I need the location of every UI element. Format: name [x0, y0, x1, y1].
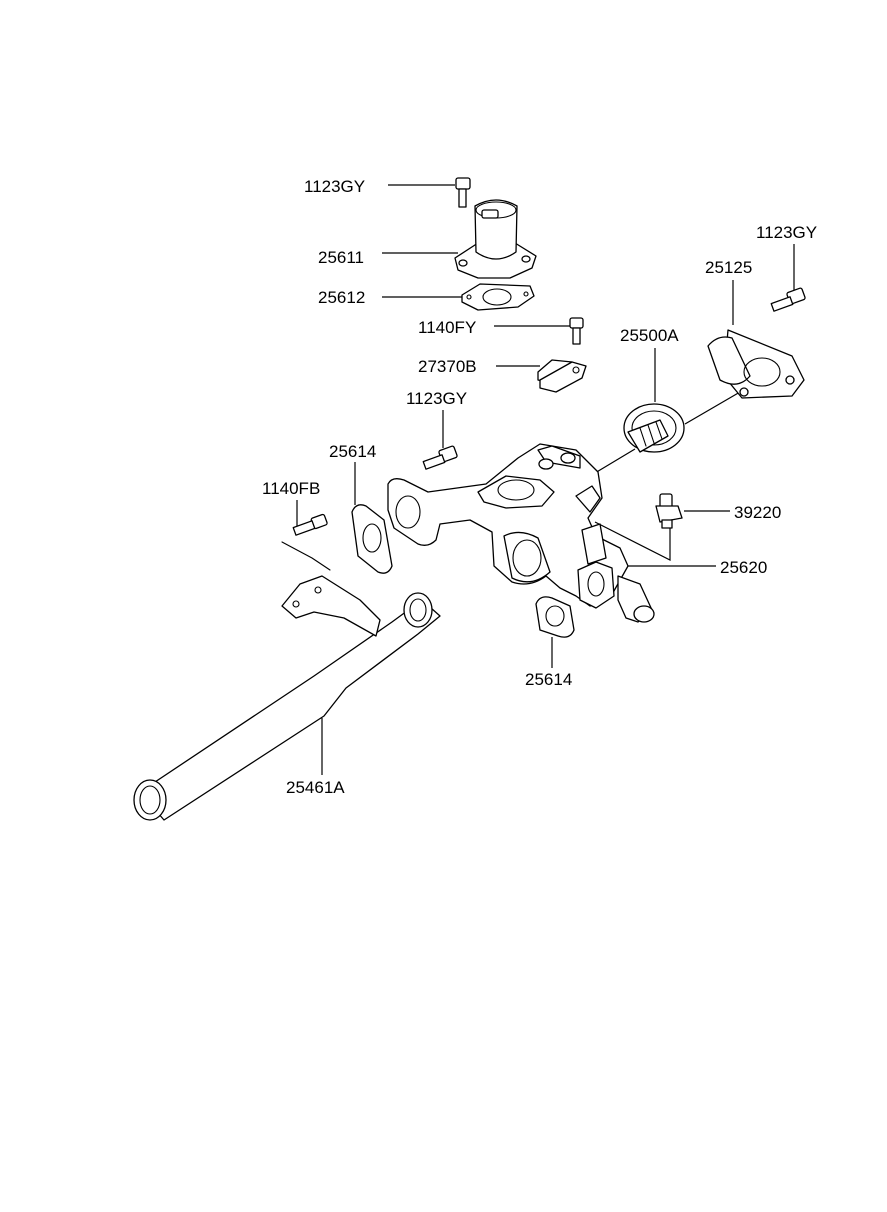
leader-lines — [296, 184, 795, 775]
label-bolt-top: 1123GY — [304, 177, 365, 196]
gasket-bottom-icon — [535, 596, 575, 638]
label-gasket-bottom: 25614 — [525, 670, 572, 689]
label-sensor-bracket: 27370B — [418, 357, 477, 376]
bolt-mid-icon — [422, 445, 458, 470]
bolt-bracket-icon — [569, 317, 584, 345]
label-bolt-right: 1123GY — [756, 223, 817, 242]
temp-sensor-icon — [655, 493, 683, 529]
part-labels: 1123GY 25611 25612 1140FY 27370B 1123GY … — [262, 177, 817, 797]
label-bolt-bracket: 1140FY — [418, 318, 476, 337]
water-pipe-icon — [133, 541, 441, 821]
gasket-left-icon — [351, 504, 393, 574]
label-gasket-upper: 25612 — [318, 288, 365, 307]
water-housing-icon — [387, 443, 655, 623]
label-thermostat: 25500A — [620, 326, 679, 345]
bolt-pipe-icon — [292, 513, 328, 536]
label-temp-sensor: 39220 — [734, 503, 781, 522]
thermostat-icon — [623, 403, 685, 453]
leader-cover-housing — [684, 391, 741, 425]
sensor-bracket-icon — [537, 359, 587, 393]
label-gasket-left: 25614 — [329, 442, 376, 461]
upper-fitting-icon — [454, 199, 537, 279]
label-fitting-upper: 25611 — [318, 248, 364, 267]
leader-water-housing-b — [594, 521, 671, 561]
bolt-right-icon — [770, 287, 806, 312]
bolt-top-icon — [455, 177, 471, 208]
upper-gasket-icon — [461, 283, 535, 311]
housing-cover-icon — [707, 329, 805, 399]
label-bolt-pipe: 1140FB — [262, 479, 320, 498]
label-water-pipe: 25461A — [286, 778, 345, 797]
label-housing-cover: 25125 — [705, 258, 752, 277]
label-bolt-mid: 1123GY — [406, 389, 467, 408]
label-water-housing: 25620 — [720, 558, 767, 577]
